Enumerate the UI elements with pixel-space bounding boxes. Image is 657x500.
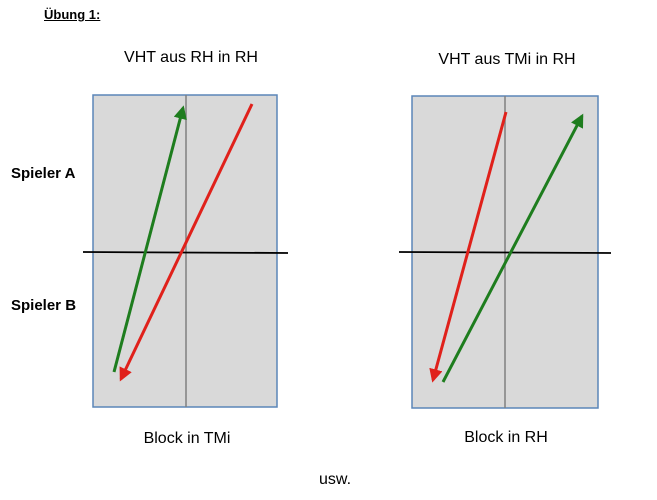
panel-1-court (92, 94, 278, 408)
player-a-label: Spieler A (11, 165, 76, 182)
panel-1 (82, 94, 289, 408)
player-b-label: Spieler B (11, 297, 77, 314)
panel-1-caption: Block in TMi (143, 430, 231, 447)
panel-2-red-arrow (429, 111, 508, 383)
panel-2 (398, 95, 612, 409)
panel-1-green-arrow (112, 105, 187, 373)
panel-1-net-line (82, 251, 289, 254)
panel-2-net-line (398, 251, 612, 254)
panel-2-title: VHT aus TMi in RH (438, 51, 576, 68)
panel-2-caption: Block in RH (464, 429, 548, 446)
panel-1-red-arrow (119, 103, 254, 382)
panel-2-green-arrow (441, 113, 584, 383)
panel-1-title: VHT aus RH in RH (124, 49, 258, 66)
footer-note: usw. (318, 471, 352, 488)
exercise-heading: Übung 1: (44, 7, 101, 22)
